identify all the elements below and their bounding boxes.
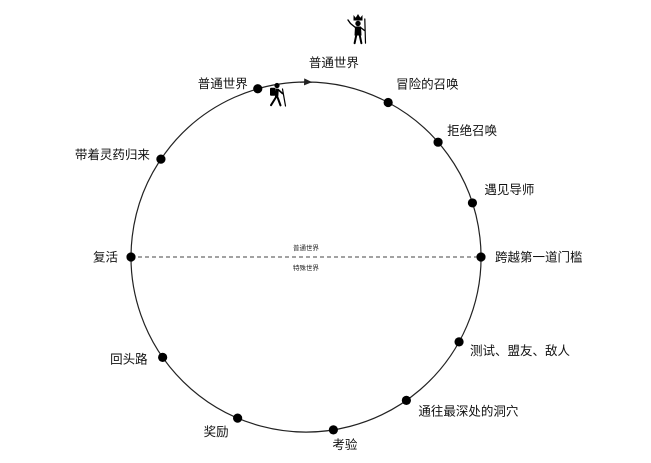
stage-label-ordeal: 考验 bbox=[332, 437, 358, 452]
hiker-icon bbox=[270, 82, 287, 107]
stage-label-refusal-of-call: 拒绝召唤 bbox=[447, 123, 498, 138]
victorious-hero-icon bbox=[347, 14, 367, 45]
stage-label-road-back: 回头路 bbox=[110, 351, 148, 366]
stage-label-return-with-elixir: 带着灵药归来 bbox=[75, 147, 151, 162]
stage-marker-tests-allies-enemies bbox=[454, 337, 464, 347]
stage-marker-return-with-elixir bbox=[156, 154, 166, 164]
stage-label-ordinary-world-end: 普通世界 bbox=[198, 76, 249, 91]
stage-marker-meeting-mentor bbox=[467, 198, 478, 208]
stage-label-tests-allies-enemies: 测试、盟友、敌人 bbox=[470, 343, 571, 358]
divider-label-special-world: 特殊世界 bbox=[293, 263, 320, 272]
journey-end-arrowhead bbox=[303, 78, 313, 86]
stage-labels: 普通世界冒险的召唤拒绝召唤遇见导师跨越第一道门槛测试、盟友、敌人通往最深处的洞穴… bbox=[75, 55, 583, 452]
journey-path-start-arc bbox=[299, 81, 389, 104]
stage-marker-approach-inmost-cave bbox=[401, 395, 411, 405]
stage-marker-ordeal bbox=[328, 425, 338, 435]
stage-marker-ordinary-world-end bbox=[253, 84, 263, 94]
stage-label-meeting-mentor: 遇见导师 bbox=[484, 182, 534, 197]
stage-marker-refusal-of-call bbox=[433, 137, 443, 147]
stage-label-call-to-adventure: 冒险的召唤 bbox=[396, 76, 459, 91]
stage-marker-crossing-threshold bbox=[476, 252, 486, 262]
stage-label-reward: 奖励 bbox=[204, 424, 229, 439]
stage-markers bbox=[126, 84, 486, 435]
stage-marker-reward bbox=[233, 413, 243, 423]
stage-label-ordinary-world-start: 普通世界 bbox=[309, 55, 360, 70]
stage-label-resurrection: 复活 bbox=[93, 250, 118, 265]
stage-label-approach-inmost-cave: 通往最深处的洞穴 bbox=[418, 403, 519, 418]
divider-label-ordinary-world: 普通世界 bbox=[293, 243, 320, 252]
journey-path-main-circle bbox=[130, 81, 482, 433]
stage-marker-road-back bbox=[158, 352, 168, 362]
stage-marker-resurrection bbox=[126, 252, 136, 262]
stage-marker-call-to-adventure bbox=[383, 97, 393, 108]
stage-label-crossing-threshold: 跨越第一道门槛 bbox=[495, 250, 583, 265]
